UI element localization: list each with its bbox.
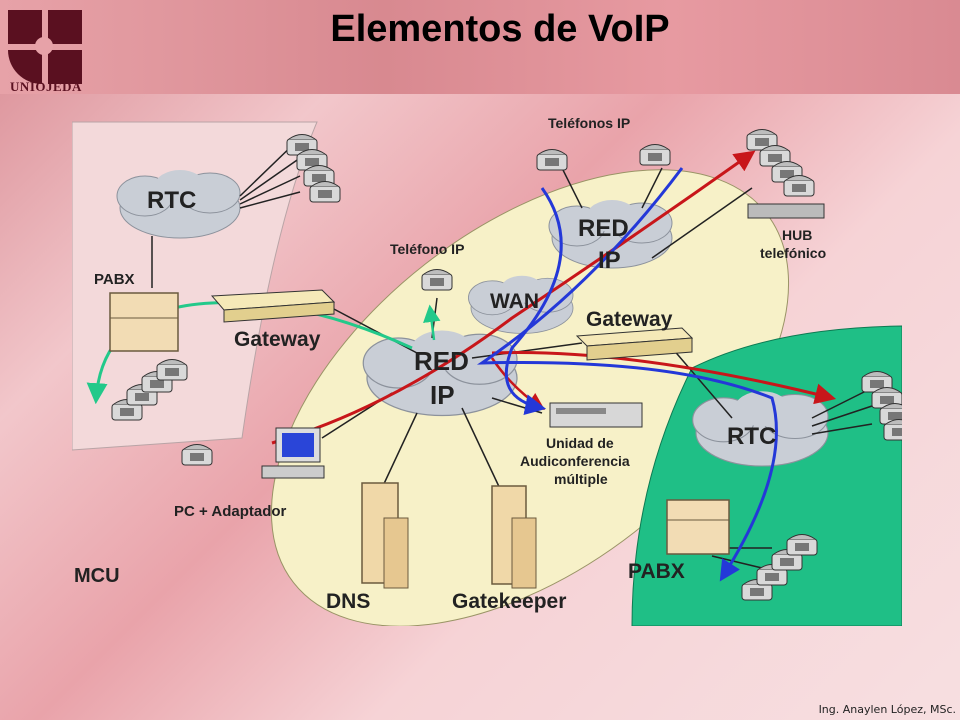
red-ip-top-label-2: IP	[598, 247, 621, 274]
pabx-left-device	[109, 292, 179, 352]
gatekeeper-server	[491, 485, 537, 589]
gateway-right-device	[575, 327, 694, 361]
pc-adaptador-label: PC + Adaptador	[174, 503, 287, 520]
voip-diagram: RTC PABX Gateway RED IP RED IP WAN Teléf…	[72, 115, 902, 626]
hub-label-2: telefónico	[760, 245, 826, 261]
mcu-label: MCU	[74, 565, 120, 587]
red-ip-top-label-1: RED	[578, 215, 629, 242]
gateway-left-device	[210, 289, 336, 323]
gatekeeper-label: Gatekeeper	[452, 590, 566, 613]
pc-icon	[261, 427, 325, 479]
dns-label: DNS	[326, 590, 370, 613]
telefonos-ip-label: Teléfonos IP	[548, 115, 630, 131]
hub-device	[747, 203, 825, 219]
mcu-device-label-3: múltiple	[554, 471, 608, 487]
mcu-device	[549, 402, 643, 428]
blue-path-2	[476, 167, 778, 582]
footer-credit: Ing. Anaylen López, MSc.	[818, 703, 956, 716]
green-path-2	[423, 304, 441, 341]
pabx-right-device	[666, 499, 730, 555]
red-path	[271, 150, 756, 445]
pabx-left-label: PABX	[94, 271, 135, 288]
red-ip-center-label-2: IP	[430, 380, 455, 410]
gateway-left-label: Gateway	[234, 328, 321, 351]
blue-path	[504, 187, 563, 415]
wan-label: WAN	[490, 290, 539, 313]
dns-server	[361, 482, 409, 589]
telefono-ip-label: Teléfono IP	[390, 241, 464, 257]
red-path-2	[491, 351, 837, 405]
uniojeda-logo	[8, 10, 82, 84]
mcu-device-label-1: Unidad de	[546, 435, 614, 451]
gateway-right-label: Gateway	[586, 308, 673, 331]
red-ip-center-label-1: RED	[414, 346, 469, 376]
logo-text: UNIOJEDA	[10, 79, 82, 94]
hub-label-1: HUB	[782, 227, 812, 243]
page-title: Elementos de VoIP	[330, 8, 670, 50]
header-bar: UNIOJEDA Elementos de VoIP	[0, 0, 960, 94]
rtc-left-label: RTC	[147, 187, 196, 214]
mcu-device-label-2: Audiconferencia	[520, 453, 630, 469]
pabx-right-label: PABX	[628, 560, 685, 583]
rtc-right-label: RTC	[727, 423, 776, 450]
